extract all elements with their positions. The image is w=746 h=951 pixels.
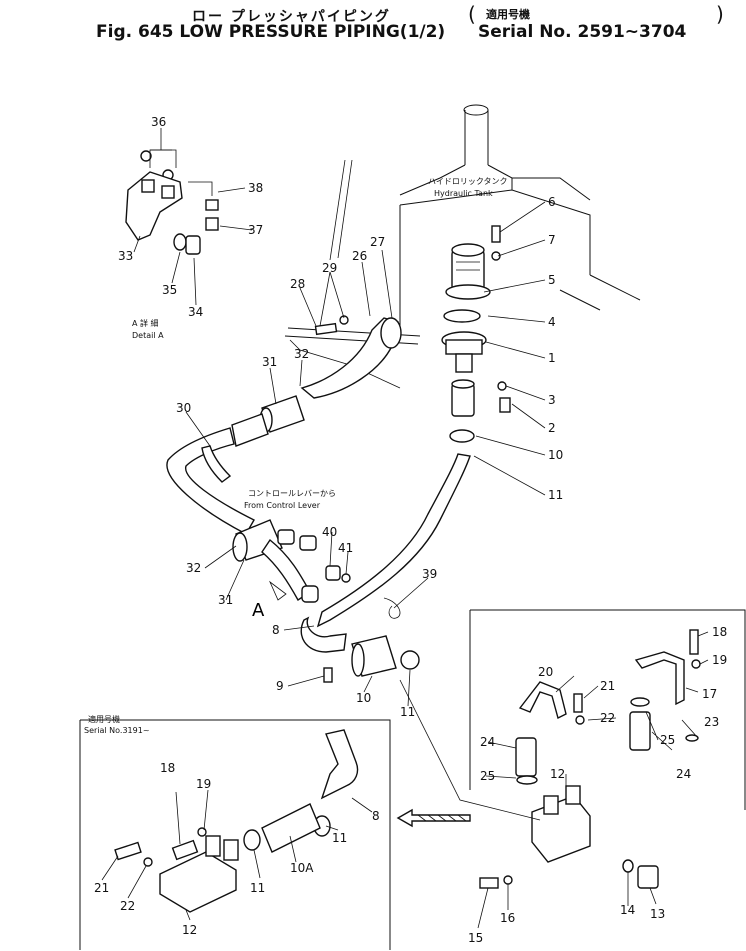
callout: 22 [600,711,615,725]
callout: 26 [352,249,367,263]
callouts: 36 38 37 33 35 34 6 7 5 4 1 3 2 10 11 29… [94,115,727,945]
callout: 16 [500,911,515,925]
inset-serial-jp: 適用号機 [88,714,120,724]
callout: 28 [290,277,305,291]
callout: 32 [294,347,309,361]
callout: 10A [290,861,314,875]
serial-japanese: 適用号機 [486,8,530,21]
callout: 14 [620,903,635,917]
from-control-label-jp: コントロールレバーから [248,489,336,498]
callout: 1 [548,351,556,365]
callout: 21 [600,679,615,693]
view-a-label: A [252,600,265,621]
hydraulic-tank-label: Hydraulic Tank [434,189,493,198]
view-arrow [396,808,471,828]
callout: 10 [548,448,563,462]
callout: 35 [162,283,177,297]
callout: 3 [548,393,556,407]
return-filter-assembly [441,225,511,443]
callout: 11 [332,831,347,845]
callout: 11 [548,488,563,502]
callout: 33 [118,249,133,263]
right-inset [399,609,746,889]
callout: 37 [248,223,263,237]
callout: 27 [370,235,385,249]
callout: 30 [176,401,191,415]
callout: 9 [276,679,284,693]
callout: 19 [196,777,211,791]
callout: 18 [712,625,727,639]
callout: 23 [704,715,719,729]
callout: 25 [480,769,495,783]
serial-range: Serial No. 2591~3704 [478,22,687,42]
from-control-label: From Control Lever [244,501,321,510]
callout: 29 [322,261,337,275]
hydraulic-tank-label-jp: ハイドロリックタンク [428,177,508,186]
callout: 20 [538,665,553,679]
callout: 6 [548,195,556,209]
callout: 2 [548,421,556,435]
figure-title: Fig. 645 LOW PRESSURE PIPING(1/2) [96,22,446,42]
detail-a-label-jp: A 詳 細 [132,318,159,328]
callout: 38 [248,181,263,195]
serial-open-paren: ( [468,2,476,26]
callout: 24 [480,735,495,749]
callout: 8 [272,623,280,637]
callout: 25 [660,733,675,747]
return-hose-route [166,315,471,683]
callout: 11 [400,705,415,719]
callout: 4 [548,315,556,329]
leader-lines [101,128,709,929]
callout: 17 [702,687,717,701]
callout: 21 [94,881,109,895]
callout: 24 [676,767,691,781]
title-japanese: ロー プレッシャパイピング [192,9,391,25]
callout: 11 [250,881,265,895]
detail-a-label: Detail A [132,331,164,340]
callout: 5 [548,273,556,287]
callout: 18 [160,761,175,775]
callout: 36 [151,115,166,129]
callout: 31 [262,355,277,369]
callout: 40 [322,525,337,539]
inset-serial-label: Serial No.3191~ [84,726,150,735]
hydraulic-tank [284,104,641,389]
callout: 12 [182,923,197,937]
callout: 7 [548,233,556,247]
callout: 32 [186,561,201,575]
callout: 39 [422,567,437,581]
callout: 41 [338,541,353,555]
callout: 13 [650,907,665,921]
serial-close-paren: ) [716,2,724,26]
callout: 8 [372,809,380,823]
detail-a-fitting [125,149,219,255]
callout: 12 [550,767,565,781]
callout: 31 [218,593,233,607]
callout: 34 [188,305,203,319]
callout: 15 [468,931,483,945]
callout: 10 [356,691,371,705]
callout: 19 [712,653,727,667]
callout: 22 [120,899,135,913]
left-inset [79,719,391,950]
